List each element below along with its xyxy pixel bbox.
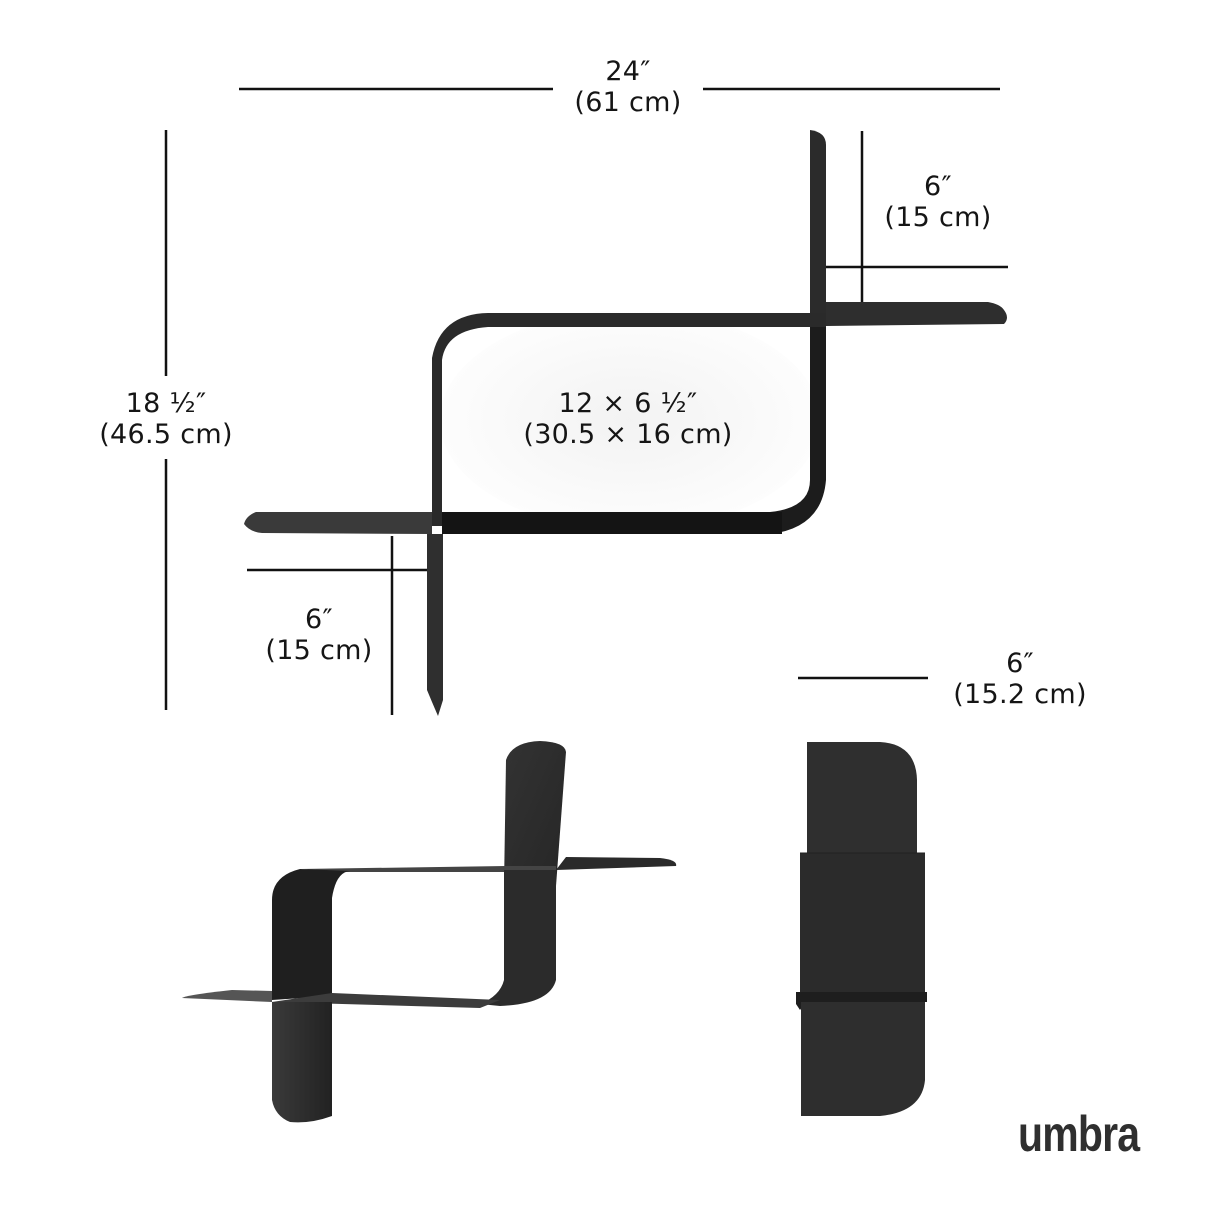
top-shelf-imperial: 6″ [924, 171, 952, 202]
depth-imperial: 6″ [1006, 648, 1034, 679]
top-shelf-depth-label: 6″ (15 cm) [884, 171, 991, 233]
perspective-view-shelf [182, 741, 677, 1123]
dimension-lines [164, 87, 1008, 715]
umbra-logo: umbra [1018, 1106, 1140, 1162]
bottom-shelf-depth-label: 6″ (15 cm) [265, 604, 372, 666]
overall-width-metric: (61 cm) [574, 87, 682, 118]
overall-height-metric: (46.5 cm) [99, 419, 233, 450]
side-view-shelf [796, 742, 927, 1116]
bottom-shelf-imperial: 6″ [305, 604, 333, 635]
center-cubby-label: 12 × 6 ½″ (30.5 × 16 cm) [523, 388, 732, 450]
overall-height-label: 18 ½″ (46.5 cm) [99, 388, 233, 450]
center-cubby-imperial: 12 × 6 ½″ [558, 388, 698, 419]
top-shelf-metric: (15 cm) [884, 202, 992, 233]
depth-label: 6″ (15.2 cm) [953, 648, 1087, 710]
bottom-shelf-metric: (15 cm) [265, 635, 373, 666]
overall-width-imperial: 24″ [605, 56, 651, 87]
overall-width-label: 24″ (61 cm) [574, 56, 681, 118]
depth-metric: (15.2 cm) [953, 679, 1087, 710]
center-cubby-metric: (30.5 × 16 cm) [523, 419, 733, 450]
overall-height-imperial: 18 ½″ [125, 388, 207, 419]
front-elevation-shelf [244, 130, 1007, 716]
